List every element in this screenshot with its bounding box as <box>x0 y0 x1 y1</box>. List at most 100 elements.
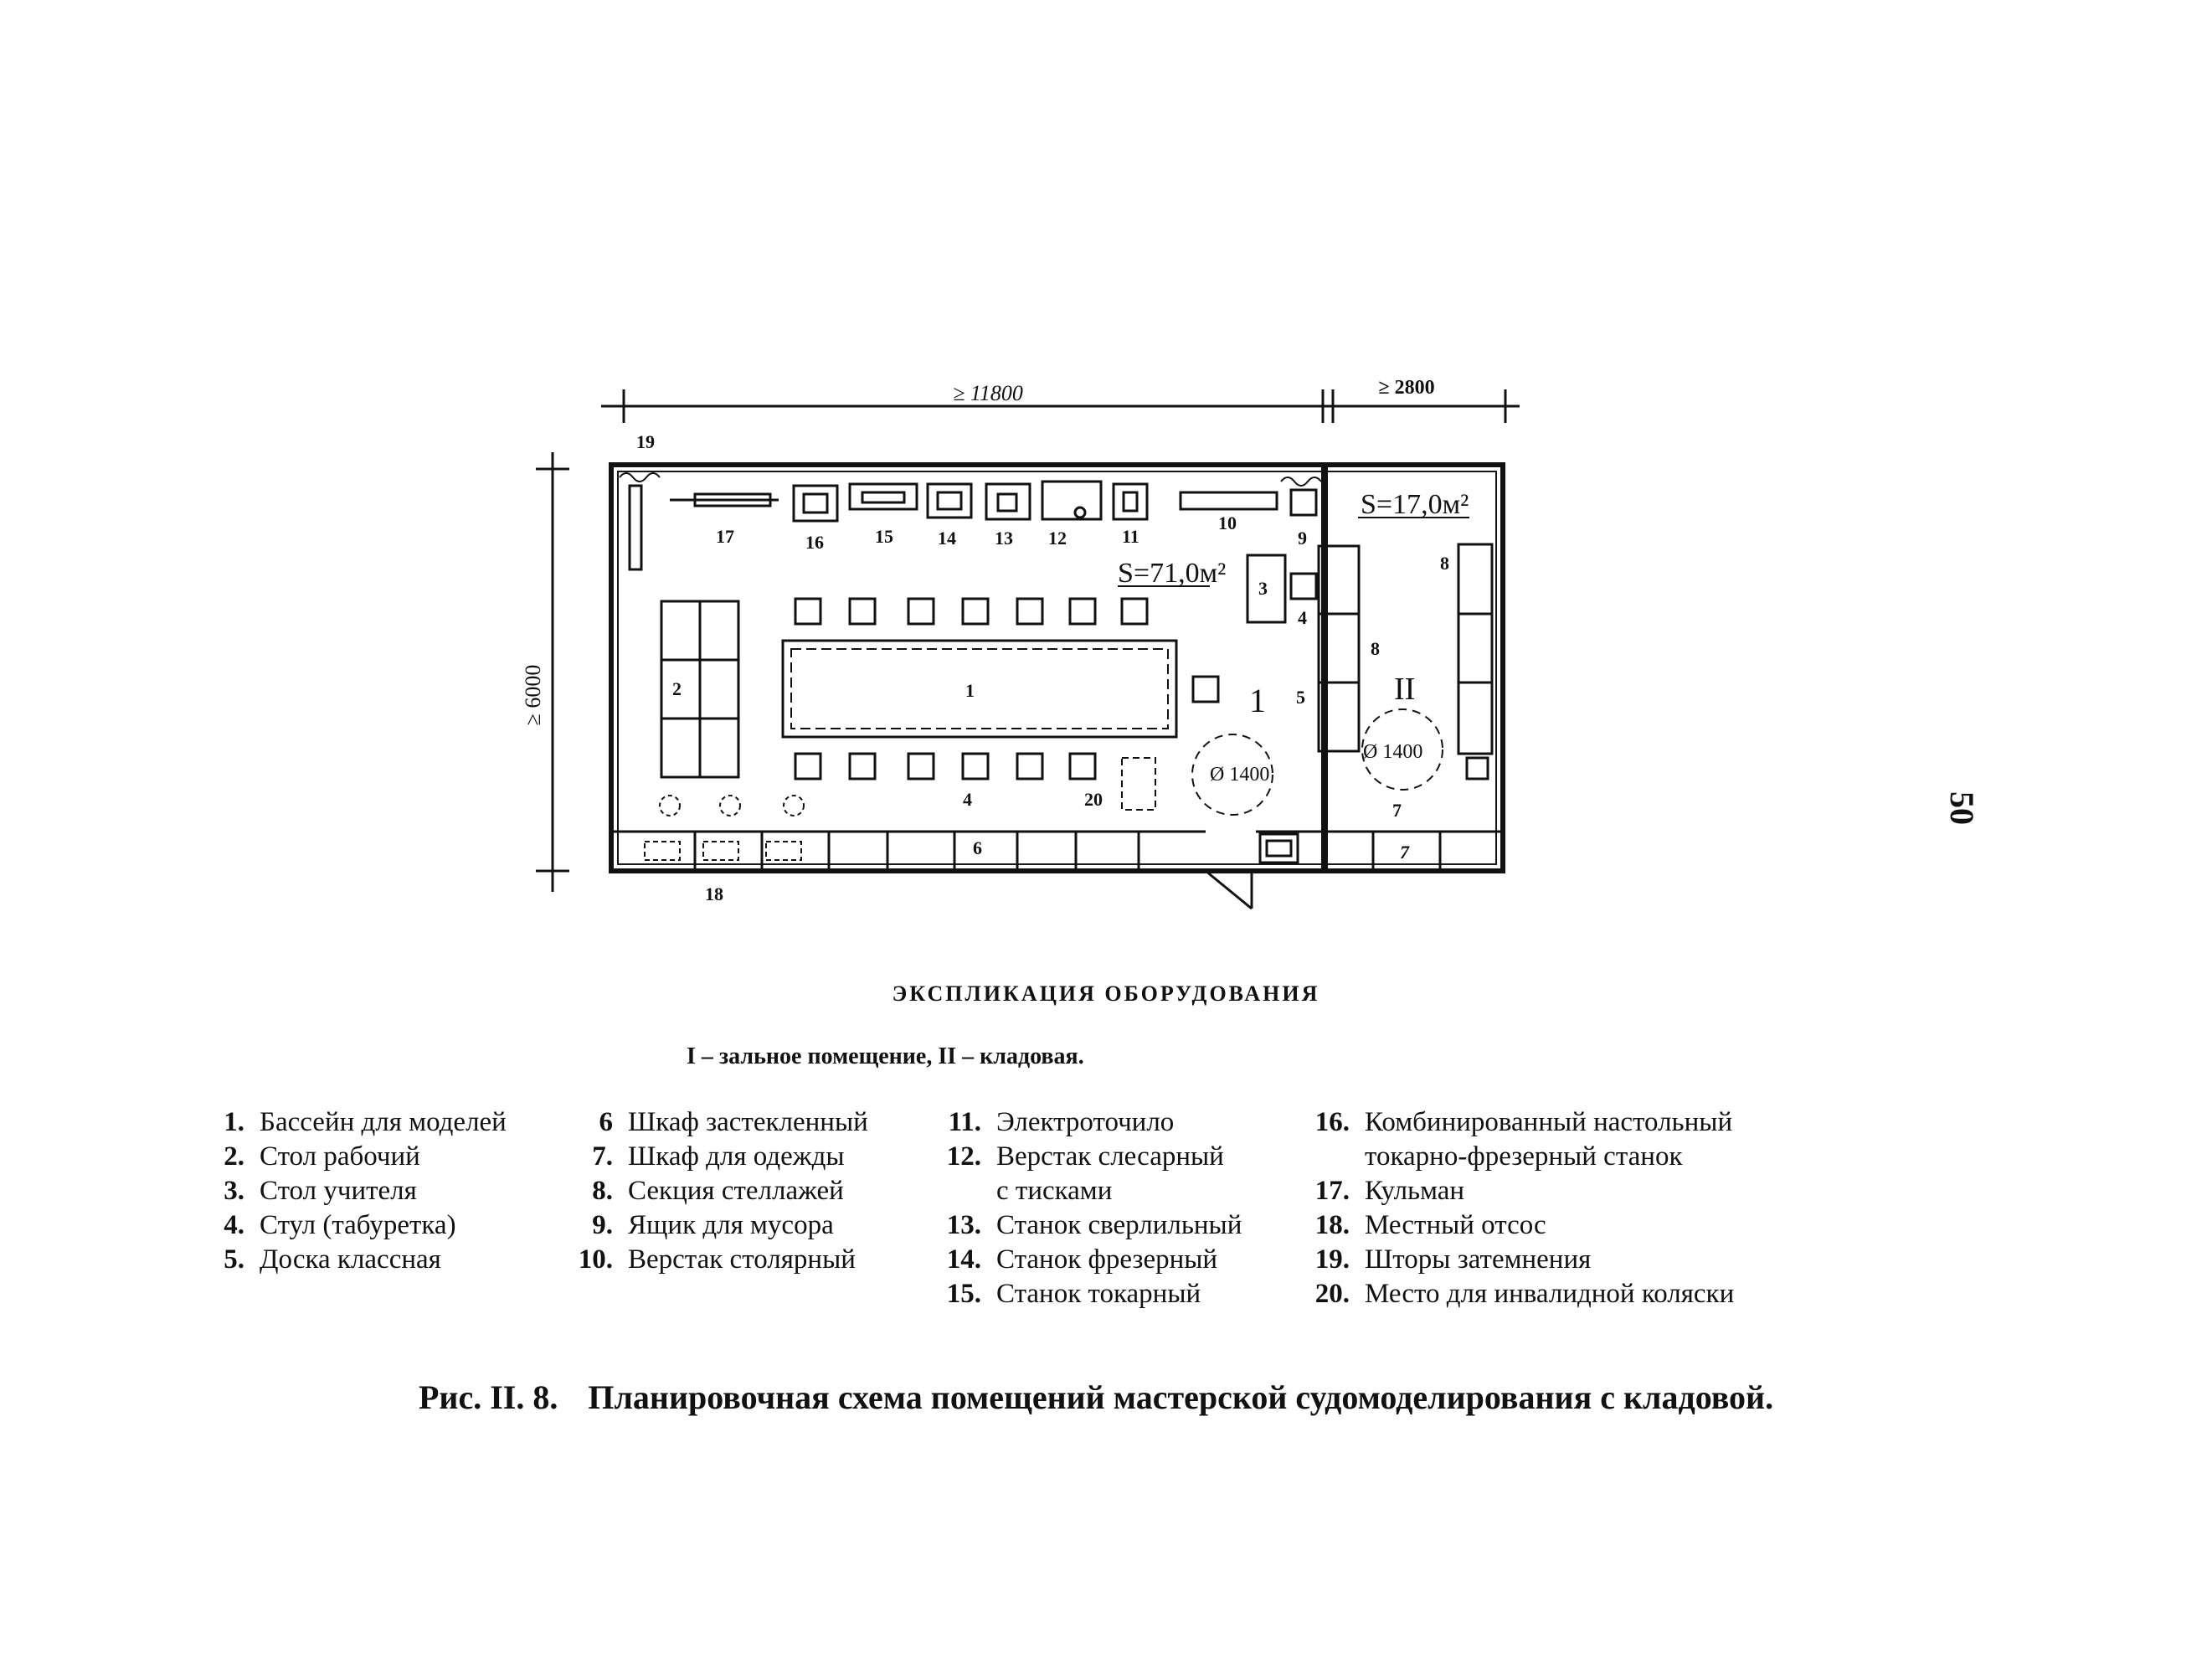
legend-item: 9.Ящик для мусора <box>561 1208 868 1243</box>
legend-item: 11. Электроточило <box>929 1105 1242 1140</box>
legend-item-text: Комбинированный настольный <box>1365 1107 1733 1137</box>
legend-item-text: Местный отсос <box>1365 1210 1546 1240</box>
dim-height: ≥ 6000 <box>521 665 545 726</box>
legend-item-number: 15. <box>946 1279 981 1309</box>
label-16: 16 <box>805 532 824 553</box>
legend-item-number: 18. <box>1314 1210 1350 1240</box>
legend-item-number: 4. <box>224 1210 244 1240</box>
legend-item-text: Шкаф для одежды <box>628 1141 845 1172</box>
legend-item: 7.Шкаф для одежды <box>561 1140 868 1174</box>
chair-side <box>1191 675 1220 703</box>
legend-item: 17.Кульман <box>1298 1174 1734 1208</box>
legend-item: 15. Станок токарный <box>929 1277 1242 1311</box>
dim-store-width: ≥ 2800 <box>1378 377 1434 399</box>
circle-main-label: Ø 1400 <box>1210 764 1269 786</box>
turning-circle-main <box>1191 734 1273 816</box>
figure-caption: Рис. II. 8. Планировочная схема помещений… <box>419 1378 1773 1417</box>
label-14: 14 <box>938 528 956 549</box>
label-1: 1 <box>965 680 975 701</box>
milling-machine <box>926 482 973 519</box>
legend-item-number: 5. <box>224 1244 244 1275</box>
legend-item-text: Место для инвалидной коляски <box>1365 1279 1735 1309</box>
legend-item-text: Секция стеллажей <box>628 1176 844 1206</box>
explication-title: ЭКСПЛИКАЦИЯ ОБОРУДОВАНИЯ <box>892 981 1320 1006</box>
legend-item-text: Верстак столярный <box>628 1244 856 1275</box>
legend-item-number: 11. <box>948 1107 981 1137</box>
combined-lathe <box>792 484 839 523</box>
legend-item-number: 12. <box>946 1141 981 1172</box>
legend-item: 18. Местный отсос <box>1298 1208 1734 1243</box>
page-number: 50 <box>1943 791 1981 825</box>
waste-bin <box>1289 488 1318 517</box>
caption-number: Рис. II. 8. <box>419 1378 558 1416</box>
legend-item: 4. Стул (табуретка) <box>193 1208 507 1243</box>
legend-item-number: 6 <box>599 1107 614 1137</box>
label-2: 2 <box>672 678 682 699</box>
legend-item-number: 8. <box>592 1176 613 1206</box>
sink <box>1258 832 1299 864</box>
label-15: 15 <box>875 526 893 547</box>
shelving-store <box>1457 543 1494 755</box>
legend-item-text: Станок фрезерный <box>996 1244 1218 1275</box>
label-13: 13 <box>995 528 1013 549</box>
caption-text: Планировочная схема помещений мастерской… <box>588 1378 1774 1416</box>
legend-item: 14. Станок фрезерный <box>929 1243 1242 1277</box>
teacher-chair <box>1289 572 1318 600</box>
label-19: 19 <box>636 431 655 452</box>
legend-item-text: Шторы затемнения <box>1365 1244 1592 1275</box>
legend-item-number: 14. <box>946 1244 981 1275</box>
label-18: 18 <box>705 883 723 904</box>
locksmith-bench <box>1041 480 1103 521</box>
legend-item-text: Верстак слесарный <box>996 1141 1224 1172</box>
legend-item: 16. Комбинированный настольный <box>1298 1105 1734 1140</box>
legend-item-text: Бассейн для моделей <box>260 1107 507 1137</box>
legend-item: 13.Станок сверлильный <box>929 1208 1242 1243</box>
grinder <box>1112 482 1149 521</box>
area-store: S=17,0м² <box>1361 489 1469 520</box>
label-3: 3 <box>1258 578 1268 599</box>
circle-store-label: Ø 1400 <box>1363 741 1422 763</box>
legend-item: 19.Шторы затемнения <box>1298 1243 1734 1277</box>
drafting-board-vertical <box>628 484 643 571</box>
label-10: 10 <box>1218 513 1237 533</box>
room-store-number: II <box>1394 672 1415 707</box>
legend-item-text: Станок сверлильный <box>996 1210 1242 1240</box>
label-8b: 8 <box>1440 553 1449 574</box>
legend-item: 5.Доска классная <box>193 1243 507 1277</box>
legend-item-text: Станок токарный <box>996 1279 1201 1309</box>
area-main: S=71,0м² <box>1118 558 1226 589</box>
legend-item-number: 9. <box>592 1210 613 1240</box>
teacher-table <box>1246 554 1287 624</box>
lathe <box>848 482 918 511</box>
legend-item-text: Электроточило <box>996 1107 1175 1137</box>
label-9: 9 <box>1298 528 1307 549</box>
legend-item: токарно-фрезерный станок <box>1298 1140 1734 1174</box>
legend-item-number: 17. <box>1314 1176 1350 1206</box>
legend-item: 20.Место для инвалидной коляски <box>1298 1277 1735 1311</box>
legend-item-number: 16. <box>1314 1107 1350 1137</box>
legend-item-number: 3. <box>224 1176 244 1206</box>
legend-item-number: 10. <box>578 1244 613 1275</box>
chairs-top <box>794 597 1149 626</box>
legend-item: 2. Стол рабочий <box>193 1140 507 1174</box>
drilling-machine <box>985 482 1031 521</box>
legend-item-text: Стол учителя <box>260 1176 417 1206</box>
label-12: 12 <box>1048 528 1067 549</box>
blackboard-and-shelving <box>1317 544 1361 753</box>
wheelchair-place <box>1121 757 1156 811</box>
label-6: 6 <box>973 837 982 858</box>
legend-item: 10. Верстак столярный <box>561 1243 868 1277</box>
outer-wall <box>609 462 1505 873</box>
legend-item-text: токарно-фрезерный станок <box>1365 1141 1683 1172</box>
legend-item-number: 2. <box>224 1141 244 1172</box>
door <box>1205 869 1253 910</box>
label-7: 7 <box>1392 800 1402 821</box>
legend-item-text: Стул (табуретка) <box>260 1210 456 1240</box>
legend-item: 1.Бассейн для моделей <box>193 1105 507 1140</box>
legend-item-text: Стол рабочий <box>260 1141 420 1172</box>
label-11: 11 <box>1122 526 1139 547</box>
